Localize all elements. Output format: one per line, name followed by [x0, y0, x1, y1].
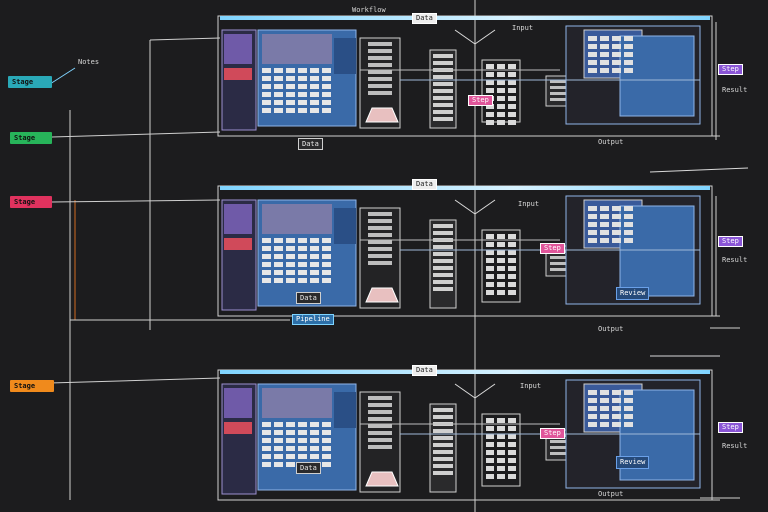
- stage-4-link: [49, 377, 221, 384]
- band-3-chip-pink: Step: [540, 428, 565, 439]
- stage-2-link: [51, 131, 221, 138]
- band-2-blue-inset: [334, 208, 356, 244]
- band-2-note-left: Input: [518, 200, 540, 208]
- band-2-bar: [220, 186, 710, 190]
- stage-tag-3: Stage: [10, 196, 52, 208]
- band-1-split-right: [474, 29, 496, 45]
- band-2-split-right: [474, 199, 496, 215]
- band-1-bar: [220, 16, 710, 20]
- side-label: Notes: [78, 58, 100, 66]
- band-2-right-grid: [481, 229, 521, 303]
- band-2-chip-violet: Step: [718, 236, 743, 247]
- top-label: Workflow: [352, 6, 386, 14]
- band-1-chip-pink: Step: [468, 95, 493, 106]
- band-1-note-right: Result: [722, 86, 748, 94]
- band-1-right-blue: [619, 35, 695, 117]
- band-3-note-left: Input: [520, 382, 542, 390]
- band-1-caption-right: Output: [598, 138, 624, 146]
- band-2-chip-pink: Step: [540, 243, 565, 254]
- band-2-lavender-block: [224, 204, 252, 234]
- band-3-split-left: [454, 383, 476, 399]
- band-2-note-right: Result: [722, 256, 748, 264]
- stage-3-link: [51, 199, 221, 203]
- band-3-mini-panel: Review: [616, 456, 650, 469]
- band-3-bar-label: Data: [412, 365, 437, 376]
- band-1-lavender-block: [224, 34, 252, 64]
- band-3-chip-violet: Step: [718, 422, 743, 433]
- band-2-right-blue: [619, 205, 695, 297]
- band-2-caption-left: Data: [296, 292, 321, 304]
- center-connector-label: Pipeline: [292, 314, 334, 325]
- band-3-lavender-block: [224, 388, 252, 418]
- band-1-caption-left: Data: [298, 138, 323, 150]
- stage-tag-2: Stage: [10, 132, 52, 144]
- stage-tag-1: Stage: [8, 76, 52, 88]
- band-1-note-left: Input: [512, 24, 534, 32]
- band-2-split-left: [454, 199, 476, 215]
- band-2-pagoda-icon: [365, 287, 399, 303]
- band-3-bar: [220, 370, 710, 374]
- band-1-pagoda-icon: [365, 107, 399, 123]
- stage-tag-4: Stage: [10, 380, 54, 392]
- band-3-purple-inset: [262, 388, 332, 418]
- stage-1-link: [49, 67, 76, 85]
- band-2-bar-label: Data: [412, 179, 437, 190]
- band-3-blue-inset: [334, 392, 356, 428]
- band-1-bar-label: Data: [412, 13, 437, 24]
- top-left-link: [149, 37, 221, 41]
- band-3-caption-left: Data: [296, 462, 321, 474]
- band-1-chip-violet: Step: [718, 64, 743, 75]
- band-3-right-grid: [481, 413, 521, 487]
- arrow-right-1: [649, 167, 749, 173]
- band-1-split-left: [454, 29, 476, 45]
- band-1-purple-inset: [262, 34, 332, 64]
- band-1-red-block: [224, 68, 252, 80]
- band-2-caption-right: Output: [598, 325, 624, 333]
- band-2-mini-panel: Review: [616, 287, 650, 300]
- band-3-caption-right: Output: [598, 490, 624, 498]
- band-3-split-right: [474, 383, 496, 399]
- band-2-purple-inset: [262, 204, 332, 234]
- band-3-red-block: [224, 422, 252, 434]
- band-2-red-block: [224, 238, 252, 250]
- band-1-blue-inset: [334, 38, 356, 74]
- band-3-note-right: Result: [722, 442, 748, 450]
- band-3-pagoda-icon: [365, 471, 399, 487]
